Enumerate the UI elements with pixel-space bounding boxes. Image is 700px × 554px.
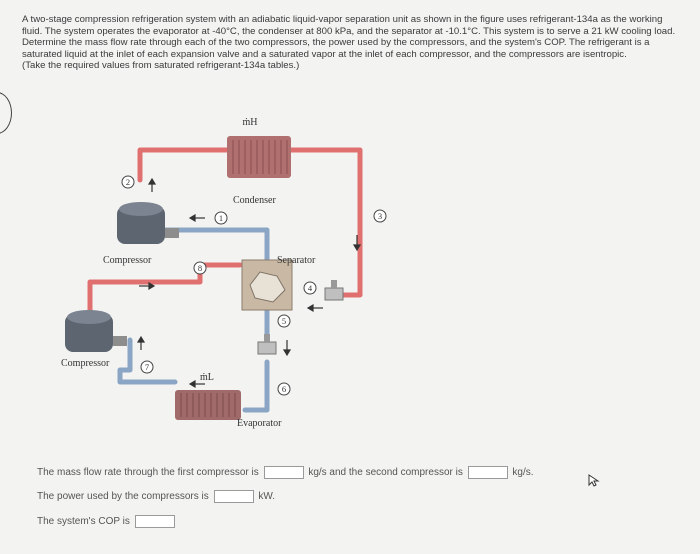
q1-unit: kg/s.: [512, 467, 534, 478]
pipe-6-line: [242, 359, 270, 413]
q1-mid: kg/s and the second compressor is: [308, 467, 463, 478]
problem-statement: A two-stage compression refrigeration sy…: [22, 14, 682, 72]
cop-input[interactable]: [134, 515, 175, 528]
pipe-2-to-condenser: [137, 147, 230, 183]
compressor-bottom-label: Compressor: [61, 358, 110, 369]
q2-unit: kW.: [258, 491, 275, 502]
expansion-valve-lower: [257, 334, 277, 355]
compressor-bottom-unit: [65, 310, 127, 352]
separator-label: Separator: [277, 255, 316, 266]
state-2-label: 2: [126, 177, 130, 187]
mouse-pointer-icon: [588, 474, 600, 487]
pipe-7-line: [117, 337, 178, 385]
question-power: The power used by the compressors is kW.: [37, 490, 275, 503]
pipe-condenser-to-3: [287, 147, 363, 298]
evaporator-unit: ṁL: [175, 372, 241, 420]
q1-prefix: The mass flow rate through the first com…: [37, 467, 259, 478]
state-7-label: 7: [145, 362, 149, 372]
expansion-valve-upper: [324, 280, 344, 301]
state-8-label: 8: [198, 263, 202, 273]
decorative-arc: [0, 92, 12, 134]
compressor-top-unit: [117, 202, 179, 244]
state-1-label: 1: [219, 213, 223, 223]
compressor-power-input[interactable]: [213, 490, 254, 503]
evaporator-label: Evaporator: [237, 418, 282, 429]
state-3-label: 3: [378, 211, 382, 221]
state-6-label: 6: [282, 384, 286, 394]
pipe-1-line: [152, 227, 270, 263]
condenser-label: Condenser: [233, 195, 276, 206]
mdot-h-label: ṁH: [243, 117, 258, 128]
second-compressor-mass-flow-input[interactable]: [467, 466, 508, 479]
q3-prefix: The system's COP is: [37, 516, 130, 527]
problem-note: (Take the required values from saturated…: [22, 60, 300, 72]
q2-prefix: The power used by the compressors is: [37, 491, 209, 502]
mdot-l-label: ṁL: [200, 372, 214, 383]
question-mass-flow: The mass flow rate through the first com…: [37, 466, 534, 479]
question-cop: The system's COP is: [37, 515, 177, 528]
state-5-label: 5: [282, 316, 286, 326]
separator-unit: [241, 259, 293, 311]
refrigeration-diagram: ṁH Condenser Separator ṁL Evaporator Com…: [61, 117, 387, 429]
pipe-8-line: [87, 262, 243, 318]
first-compressor-mass-flow-input[interactable]: [263, 466, 304, 479]
condenser-unit: ṁH: [227, 117, 291, 178]
compressor-top-label: Compressor: [103, 255, 152, 266]
state-4-label: 4: [308, 283, 313, 293]
problem-paragraph: A two-stage compression refrigeration sy…: [22, 14, 676, 60]
